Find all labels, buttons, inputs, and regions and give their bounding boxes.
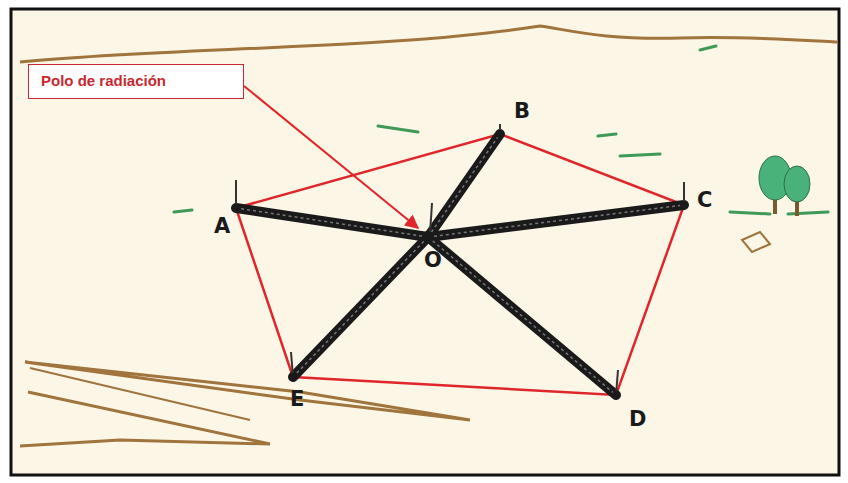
- point-label: E: [290, 389, 304, 410]
- picture-frame: [11, 9, 839, 475]
- radiation-lines: [236, 134, 684, 395]
- traverse-polygon: [236, 134, 684, 395]
- point-label: D: [629, 409, 646, 430]
- callout-text: Polo de radiación: [41, 72, 231, 89]
- survey-stakes: [236, 124, 684, 395]
- point-label: O: [424, 250, 442, 271]
- radiation-line-texture: [236, 134, 684, 395]
- trees: [742, 156, 810, 252]
- terrain-line: [30, 368, 250, 420]
- grass-tufts: [174, 46, 828, 214]
- leader-arrow: [244, 86, 418, 228]
- terrain-line: [20, 392, 270, 446]
- station-points: [232, 130, 688, 399]
- point-label: C: [697, 190, 712, 211]
- terrain-line: [25, 362, 470, 420]
- point-label: B: [514, 101, 530, 122]
- callout-box: Polo de radiación: [28, 64, 244, 99]
- point-label: A: [214, 216, 230, 237]
- terrain-line: [20, 26, 838, 62]
